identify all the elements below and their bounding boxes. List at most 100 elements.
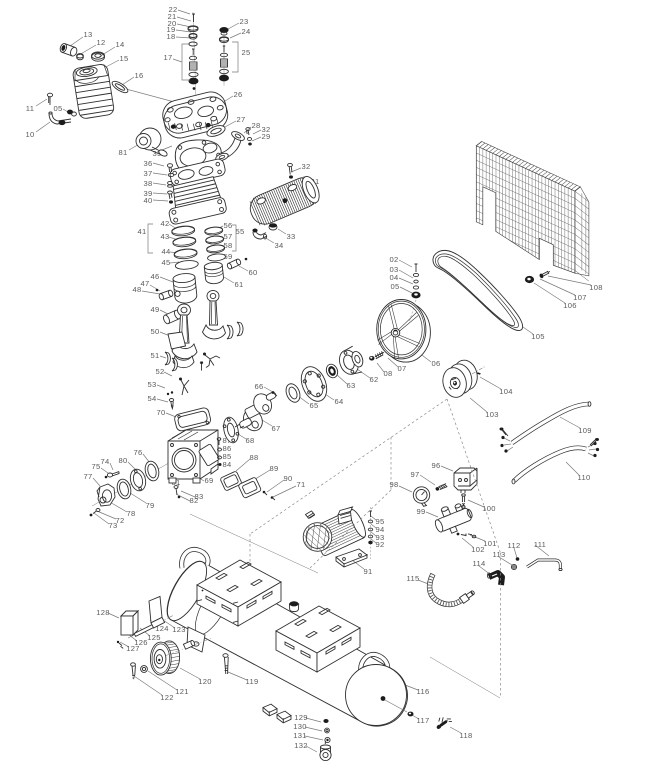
svg-text:95: 95 xyxy=(375,517,384,526)
svg-text:66: 66 xyxy=(254,382,263,391)
svg-text:44: 44 xyxy=(161,247,170,256)
svg-text:45: 45 xyxy=(161,258,170,267)
svg-text:54: 54 xyxy=(147,394,156,403)
svg-text:80: 80 xyxy=(118,456,127,465)
svg-text:38: 38 xyxy=(143,179,152,188)
svg-text:03: 03 xyxy=(389,265,398,274)
svg-text:12: 12 xyxy=(96,38,105,47)
svg-text:19: 19 xyxy=(166,25,175,34)
svg-text:109: 109 xyxy=(578,426,592,435)
svg-text:118: 118 xyxy=(459,731,472,740)
svg-text:40: 40 xyxy=(143,196,152,205)
svg-text:124: 124 xyxy=(155,624,169,633)
svg-text:107: 107 xyxy=(573,293,587,302)
svg-text:36: 36 xyxy=(143,159,152,168)
svg-text:131: 131 xyxy=(293,731,307,740)
svg-text:24: 24 xyxy=(241,27,250,36)
svg-text:102: 102 xyxy=(471,545,485,554)
svg-text:61: 61 xyxy=(234,280,243,289)
svg-text:56: 56 xyxy=(223,221,232,230)
svg-text:53: 53 xyxy=(147,380,156,389)
svg-text:74: 74 xyxy=(100,457,109,466)
svg-text:92: 92 xyxy=(375,540,384,549)
svg-text:11: 11 xyxy=(26,104,34,113)
svg-text:60: 60 xyxy=(248,268,257,277)
svg-text:78: 78 xyxy=(126,509,135,518)
svg-text:76: 76 xyxy=(133,448,142,457)
svg-text:14: 14 xyxy=(115,40,124,49)
svg-text:99: 99 xyxy=(416,507,425,516)
svg-text:02: 02 xyxy=(389,255,398,264)
svg-text:08: 08 xyxy=(383,369,392,378)
svg-text:50: 50 xyxy=(150,327,159,336)
svg-text:59: 59 xyxy=(223,252,232,261)
svg-text:29: 29 xyxy=(261,132,270,141)
svg-text:32: 32 xyxy=(261,125,270,134)
svg-text:75: 75 xyxy=(91,462,100,471)
svg-text:73: 73 xyxy=(108,521,117,530)
svg-text:16: 16 xyxy=(134,71,143,80)
svg-text:67: 67 xyxy=(271,424,280,433)
svg-text:96: 96 xyxy=(431,461,440,470)
svg-text:20: 20 xyxy=(167,19,176,28)
svg-text:112: 112 xyxy=(507,541,520,550)
svg-text:07: 07 xyxy=(397,364,406,373)
svg-text:114: 114 xyxy=(472,559,485,568)
svg-text:27: 27 xyxy=(236,115,245,124)
svg-text:88: 88 xyxy=(249,453,258,462)
svg-text:28: 28 xyxy=(251,121,260,130)
svg-text:119: 119 xyxy=(245,677,258,686)
svg-text:21: 21 xyxy=(167,12,176,21)
svg-text:63: 63 xyxy=(346,381,355,390)
svg-text:98: 98 xyxy=(389,480,398,489)
svg-text:10: 10 xyxy=(25,130,34,139)
svg-text:123: 123 xyxy=(172,625,186,634)
svg-text:41: 41 xyxy=(137,227,146,236)
svg-text:31: 31 xyxy=(310,177,319,186)
svg-text:42: 42 xyxy=(160,219,169,228)
svg-text:126: 126 xyxy=(134,638,148,647)
svg-text:51: 51 xyxy=(150,351,159,360)
svg-text:22: 22 xyxy=(168,5,177,14)
svg-text:82: 82 xyxy=(189,496,198,505)
svg-text:06: 06 xyxy=(431,359,440,368)
svg-text:129: 129 xyxy=(294,713,308,722)
svg-text:117: 117 xyxy=(416,716,429,725)
svg-text:39: 39 xyxy=(143,189,152,198)
svg-text:71: 71 xyxy=(296,480,305,489)
svg-text:58: 58 xyxy=(223,241,232,250)
svg-text:70: 70 xyxy=(156,408,165,417)
svg-text:43: 43 xyxy=(160,232,169,241)
svg-text:55: 55 xyxy=(235,227,244,236)
svg-text:69: 69 xyxy=(204,476,213,485)
svg-text:04: 04 xyxy=(389,273,398,282)
svg-text:130: 130 xyxy=(293,722,307,731)
svg-text:110: 110 xyxy=(577,473,590,482)
svg-text:121: 121 xyxy=(175,687,189,696)
svg-text:128: 128 xyxy=(96,608,110,617)
svg-text:79: 79 xyxy=(145,501,154,510)
svg-text:125: 125 xyxy=(147,633,161,642)
svg-text:83: 83 xyxy=(194,492,203,501)
svg-text:97: 97 xyxy=(410,470,419,479)
svg-text:93: 93 xyxy=(375,533,384,542)
svg-text:101: 101 xyxy=(483,539,497,548)
svg-text:18: 18 xyxy=(166,32,175,41)
svg-text:122: 122 xyxy=(160,693,174,702)
svg-text:68: 68 xyxy=(245,436,254,445)
svg-text:64: 64 xyxy=(334,397,343,406)
svg-text:115: 115 xyxy=(406,574,419,583)
svg-text:91: 91 xyxy=(363,567,372,576)
svg-text:13: 13 xyxy=(83,30,92,39)
svg-text:72: 72 xyxy=(115,516,124,525)
svg-text:104: 104 xyxy=(499,387,513,396)
svg-text:23: 23 xyxy=(239,17,248,26)
svg-text:37: 37 xyxy=(143,169,152,178)
svg-text:15: 15 xyxy=(119,54,128,63)
svg-text:32: 32 xyxy=(301,162,310,171)
svg-text:111: 111 xyxy=(534,540,546,549)
svg-text:62: 62 xyxy=(369,375,378,384)
svg-text:100: 100 xyxy=(482,504,496,513)
svg-text:52: 52 xyxy=(155,367,164,376)
svg-text:17: 17 xyxy=(163,53,172,62)
